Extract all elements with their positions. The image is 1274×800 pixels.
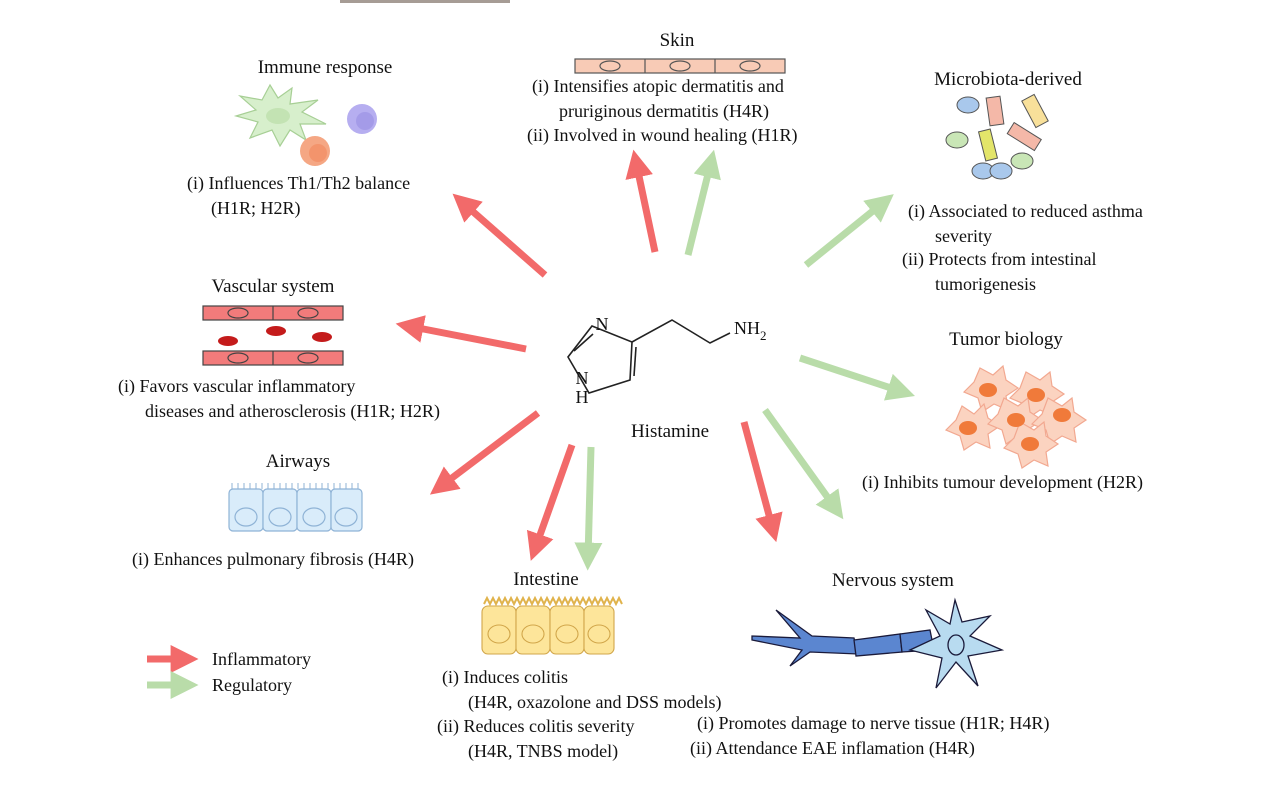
nervous-line-2: (ii) Attendance EAE inflamation (H4R) [690, 738, 975, 759]
intestine-line-4: (H4R, TNBS model) [468, 741, 618, 762]
immune-line-1: (i) Influences Th1/Th2 balance [187, 173, 410, 194]
arrows [395, 149, 915, 571]
airways-line-1: (i) Enhances pulmonary fibrosis (H4R) [132, 549, 414, 570]
vascular-title: Vascular system [212, 276, 335, 297]
microbiota-line-2: severity [935, 226, 992, 246]
histamine-h-label: H [576, 387, 589, 407]
vascular-line-2: diseases and atherosclerosis (H1R; H2R) [145, 401, 440, 422]
arrow-intestine-inflammatory [526, 443, 576, 561]
nervous-line-1: (i) Promotes damage to nerve tissue (H1R… [697, 713, 1049, 734]
arrow-nervous-regulatory [762, 407, 844, 520]
histamine-label: Histamine [631, 421, 709, 442]
histamine-n-label: N [596, 314, 609, 334]
histamine-nh-label: N [576, 368, 589, 388]
arrow-skin-regulatory [684, 149, 721, 256]
histamine-nh2-label: NH2 [734, 318, 767, 343]
intestinal-epithelium-illustration [481, 595, 623, 655]
histamine-structure [567, 319, 731, 394]
skin-line-3: (ii) Involved in wound healing (H1R) [527, 125, 797, 146]
arrow-nervous-inflammatory [740, 421, 783, 543]
skin-title: Skin [660, 30, 695, 51]
nervous-title: Nervous system [832, 570, 954, 591]
intestine-line-2: (H4R, oxazolone and DSS models) [468, 692, 721, 713]
tumor-line-1: (i) Inhibits tumour development (H2R) [862, 472, 1143, 493]
microbiota-line-1: (i) Associated to reduced asthma [908, 201, 1143, 222]
vascular-line-1: (i) Favors vascular inflammatory [118, 376, 355, 397]
vessel-illustration [202, 305, 344, 366]
intestine-title: Intestine [513, 569, 578, 590]
airways-title: Airways [266, 451, 330, 472]
tumor-cells-illustration [944, 364, 1088, 469]
arrow-immune-inflammatory [452, 193, 548, 278]
histamine-nh2-main: NH [734, 318, 760, 338]
legend: Inflammatory Regulatory [147, 645, 311, 699]
intestine-line-1: (i) Induces colitis [442, 667, 568, 688]
skin-line-1: (i) Intensifies atopic dermatitis and [532, 76, 784, 97]
arrow-intestine-regulatory [574, 446, 603, 571]
arrow-vascular-inflammatory [395, 315, 527, 353]
airway-epithelium-illustration [228, 483, 363, 532]
microbiota-line-3: (ii) Protects from intestinal [902, 249, 1096, 270]
arrow-microbiota-regulatory [803, 194, 894, 268]
arrow-tumor-regulatory [798, 354, 915, 401]
top-edge-artifact [340, 0, 510, 3]
microbiota-title: Microbiota-derived [934, 69, 1082, 90]
arrow-airways-inflammatory [429, 410, 541, 495]
intestine-line-3: (ii) Reduces colitis severity [437, 716, 634, 737]
legend-inflammatory-label: Inflammatory [212, 649, 311, 669]
immune-cells-illustration [233, 83, 377, 166]
skin-line-2: pruriginous dermatitis (H4R) [559, 101, 769, 122]
microbiota-line-4: tumorigenesis [935, 274, 1036, 294]
arrow-skin-inflammatory [625, 149, 659, 253]
immune-line-2: (H1R; H2R) [211, 198, 301, 219]
immune-title: Immune response [258, 57, 393, 78]
neuron-illustration [751, 597, 1005, 689]
tumor-title: Tumor biology [949, 329, 1063, 350]
skin-cells-illustration [574, 58, 786, 74]
bacteria-illustration [945, 93, 1049, 180]
legend-regulatory-label: Regulatory [212, 675, 292, 695]
histamine-nh2-subscript: 2 [760, 328, 767, 343]
